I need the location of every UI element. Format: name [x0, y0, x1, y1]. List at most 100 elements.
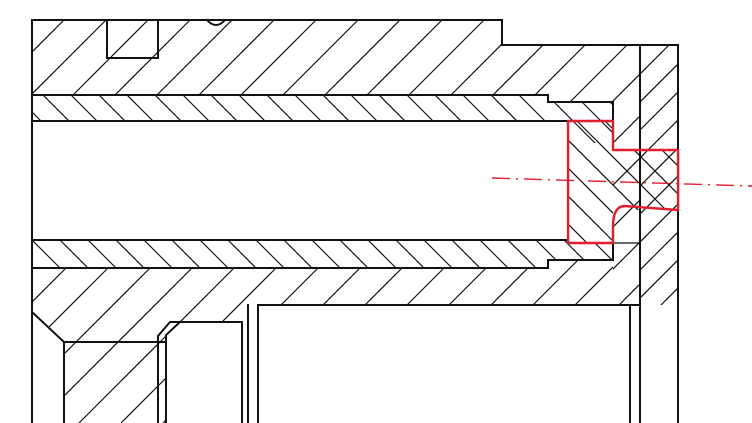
- lower-groove-inner: [165, 320, 182, 423]
- red-plug-hatch-line: [568, 121, 605, 243]
- red-plug-hatch-line: [568, 121, 633, 243]
- lower-body-hatch-line: [120, 260, 295, 423]
- red-plug-hatch-line: [667, 121, 678, 243]
- red-plug-hatch-line: [304, 100, 464, 260]
- upper-sleeve-hatch-line: [363, 95, 435, 143]
- lower-body-hatch-line: [246, 260, 421, 423]
- top-body-hatch-line: [467, 20, 640, 305]
- upper-sleeve-hatch-line: [279, 95, 351, 143]
- small-notch-outline: [106, 19, 159, 59]
- upper-sleeve-hatch-line: [531, 95, 603, 143]
- lower-body-hatch-line: [498, 260, 613, 423]
- upper-sleeve-hatch-line: [139, 95, 211, 143]
- right-upper-hatch-line: [640, 45, 678, 305]
- upper-sleeve-hatch: [32, 95, 613, 143]
- upper-top-step-line: [31, 94, 614, 151]
- red-plug-hatch-line: [248, 100, 408, 260]
- red-plug-hatch-line: [332, 100, 492, 260]
- red-plug-hatch-line: [568, 121, 577, 243]
- top-body-hatch-line: [173, 20, 505, 305]
- red-plug-hatch-line: [276, 100, 436, 260]
- right-upper-hatch-line: [640, 45, 678, 305]
- top-body-hatch-line: [678, 0, 752, 330]
- lower-body-hatch-line: [709, 250, 752, 423]
- lower-sleeve-hatch-line: [609, 240, 613, 268]
- lower-sleeve-hatch-line: [581, 240, 613, 268]
- top-body-hatch-line: [425, 20, 640, 305]
- top-body-hatch-line: [257, 20, 589, 305]
- red-plug-hatch-line: [696, 100, 752, 260]
- right-upper-hatch-line: [640, 45, 678, 305]
- red-plug-hatch-line: [583, 121, 678, 243]
- lower-body-hatch-line: [456, 260, 613, 423]
- upper-sleeve-hatch-line: [475, 95, 547, 143]
- top-body-hatch-line: [635, 20, 640, 305]
- right-upper-hatch-line: [692, 30, 752, 330]
- top-body-hatch-line: [551, 20, 640, 305]
- red-plug-hatch: [220, 100, 752, 260]
- red-highlight-outline: [566, 119, 680, 245]
- right-upper-hatch-line: [640, 45, 678, 305]
- right-upper-hatch-line: [720, 30, 752, 330]
- lower-body-hatch-line: [667, 250, 752, 423]
- red-plug-hatch-line: [611, 121, 678, 243]
- top-body-hatch-line: [89, 20, 421, 305]
- top-body-hatch-line: [47, 20, 379, 305]
- lower-sleeve-hatch-line: [0, 230, 11, 275]
- red-highlight-markup: [491, 119, 752, 245]
- red-plug-hatch-line: [388, 100, 548, 260]
- upper-sleeve-hatch-line: [307, 95, 379, 143]
- lower-body-hatch-line: [414, 260, 589, 423]
- lower-body-hatch-line: [625, 250, 752, 423]
- top-body-hatch-line: [32, 20, 127, 305]
- red-plug-hatch-line: [220, 100, 380, 260]
- top-body-hatch-line: [32, 20, 43, 305]
- top-body-hatch-line: [341, 20, 640, 305]
- red-center-dashed-line: [491, 177, 752, 187]
- top-body-hatch-line: [131, 20, 463, 305]
- top-body-hatch-line: [215, 20, 547, 305]
- top-body-hatch-line: [32, 20, 337, 305]
- upper-sleeve-hatch-line: [391, 95, 463, 143]
- right-upper-hatch-line: [640, 45, 678, 305]
- lower-groove-contour: [157, 321, 243, 423]
- lower-body-hatch-line: [32, 260, 169, 423]
- upper-sleeve-hatch-line: [447, 95, 519, 143]
- right-upper-hatch-line: [640, 45, 678, 305]
- top-body-hatch-line: [593, 20, 640, 305]
- right-upper-hatch-line: [748, 30, 752, 330]
- lower-body-hatch-line: [32, 260, 43, 423]
- right-upper-hatch-line: [640, 45, 657, 305]
- upper-sleeve-hatch-line: [32, 95, 99, 143]
- top-body-hatch-line: [32, 20, 169, 305]
- top-body-hatch-line: [32, 20, 85, 305]
- top-body-hatch-line: [509, 20, 640, 305]
- lower-chamfer-left: [30, 310, 65, 423]
- upper-sleeve-hatch-line: [195, 95, 267, 143]
- upper-sleeve-hatch-line: [223, 95, 295, 143]
- lower-body-hatch-line: [372, 260, 547, 423]
- lower-body-hatch-line: [162, 260, 337, 423]
- top-body-hatch-line: [299, 20, 631, 305]
- top-body-hatch-line: [32, 20, 295, 305]
- right-upper-hatch-line: [640, 45, 678, 305]
- top-body-hatch-line: [32, 20, 253, 305]
- lower-step-line: [31, 242, 614, 269]
- lower-body-hatch-line: [204, 260, 379, 423]
- lower-body-hatch-line: [32, 260, 85, 423]
- lower-body-hatch-line: [540, 260, 613, 423]
- right-upper-hatch-line: [328, 30, 628, 330]
- lower-body-hatch-line: [582, 260, 613, 423]
- red-plug-hatch-line: [360, 100, 520, 260]
- red-plug-hatch-line: [639, 121, 678, 243]
- red-plug-hatch-line: [568, 121, 678, 243]
- lower-body-hatch-line: [330, 260, 505, 423]
- upper-sleeve-hatch-line: [111, 95, 183, 143]
- lower-sleeve-hatch-line: [553, 240, 600, 268]
- lower-body-hatch-line: [36, 260, 211, 423]
- upper-sleeve-hatch-line: [559, 95, 613, 143]
- lower-body-hatch-line: [288, 260, 463, 423]
- right-upper-hatch: [328, 30, 752, 330]
